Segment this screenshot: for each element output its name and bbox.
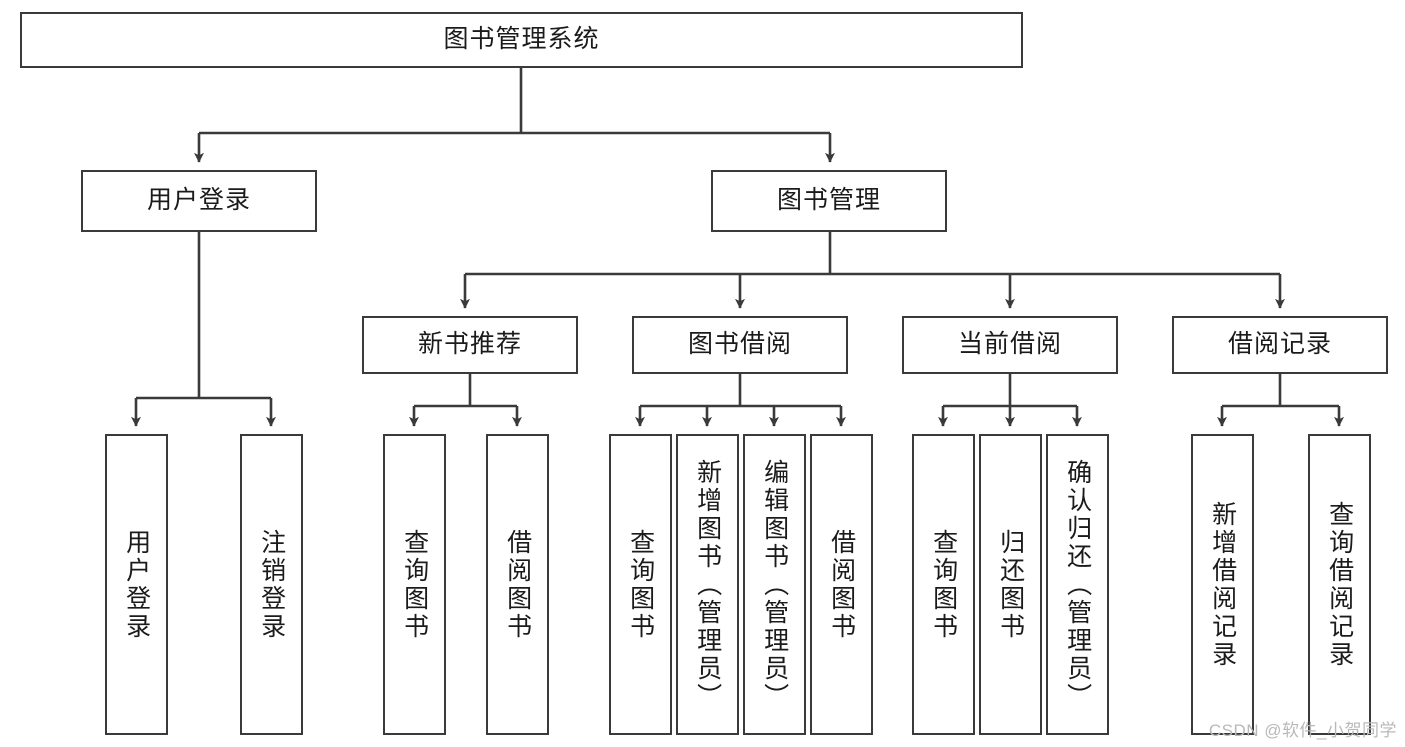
node-leaf-borrow-query-book-label: 查询图书 (626, 528, 655, 641)
node-leaf-confirm-return-admin[interactable]: 确认归还（管理员） (1046, 434, 1109, 735)
node-current-borrow-label: 当前借阅 (957, 330, 1062, 359)
node-leaf-rec-query-book-label: 查询图书 (400, 528, 429, 641)
csdn-watermark: CSDN @软件_小贺同学 (1208, 721, 1397, 740)
node-borrow-record[interactable]: 借阅记录 (1172, 316, 1388, 374)
node-book-manage-label: 图书管理 (776, 186, 881, 215)
node-user-login-label: 用户登录 (146, 186, 251, 215)
node-leaf-add-borrow-record[interactable]: 新增借阅记录 (1191, 434, 1254, 735)
node-new-book-rec-label: 新书推荐 (417, 330, 522, 359)
node-leaf-edit-book-admin-label: 编辑图书（管理员） (760, 458, 789, 711)
node-leaf-borrow-book-label: 借阅图书 (827, 528, 856, 641)
node-leaf-add-book-admin[interactable]: 新增图书（管理员） (676, 434, 739, 735)
node-leaf-rec-query-book[interactable]: 查询图书 (383, 434, 446, 735)
node-leaf-user-login[interactable]: 用户登录 (105, 434, 168, 735)
node-leaf-query-borrow-record-label: 查询借阅记录 (1325, 500, 1354, 669)
node-book-borrow-label: 图书借阅 (687, 330, 792, 359)
node-leaf-borrow-query-book[interactable]: 查询图书 (609, 434, 672, 735)
node-leaf-logout-label: 注销登录 (257, 528, 286, 641)
node-leaf-confirm-return-admin-label: 确认归还（管理员） (1063, 458, 1092, 711)
node-book-borrow[interactable]: 图书借阅 (632, 316, 848, 374)
node-leaf-borrow-book[interactable]: 借阅图书 (810, 434, 873, 735)
node-root[interactable]: 图书管理系统 (20, 12, 1023, 68)
node-leaf-current-query-book-label: 查询图书 (929, 528, 958, 641)
node-borrow-record-label: 借阅记录 (1227, 330, 1332, 359)
node-leaf-edit-book-admin[interactable]: 编辑图书（管理员） (743, 434, 806, 735)
node-leaf-current-query-book[interactable]: 查询图书 (912, 434, 975, 735)
node-book-manage[interactable]: 图书管理 (711, 170, 947, 232)
node-leaf-logout[interactable]: 注销登录 (240, 434, 303, 735)
node-leaf-return-book[interactable]: 归还图书 (979, 434, 1042, 735)
node-leaf-add-book-admin-label: 新增图书（管理员） (693, 458, 722, 711)
node-leaf-return-book-label: 归还图书 (996, 528, 1025, 641)
node-leaf-query-borrow-record[interactable]: 查询借阅记录 (1308, 434, 1371, 735)
node-root-label: 图书管理系统 (443, 25, 600, 54)
node-user-login[interactable]: 用户登录 (81, 170, 317, 232)
node-new-book-rec[interactable]: 新书推荐 (362, 316, 578, 374)
node-leaf-add-borrow-record-label: 新增借阅记录 (1208, 500, 1237, 669)
node-current-borrow[interactable]: 当前借阅 (902, 316, 1118, 374)
node-leaf-rec-borrow-book-label: 借阅图书 (503, 528, 532, 641)
node-leaf-rec-borrow-book[interactable]: 借阅图书 (486, 434, 549, 735)
node-leaf-user-login-label: 用户登录 (122, 528, 151, 641)
